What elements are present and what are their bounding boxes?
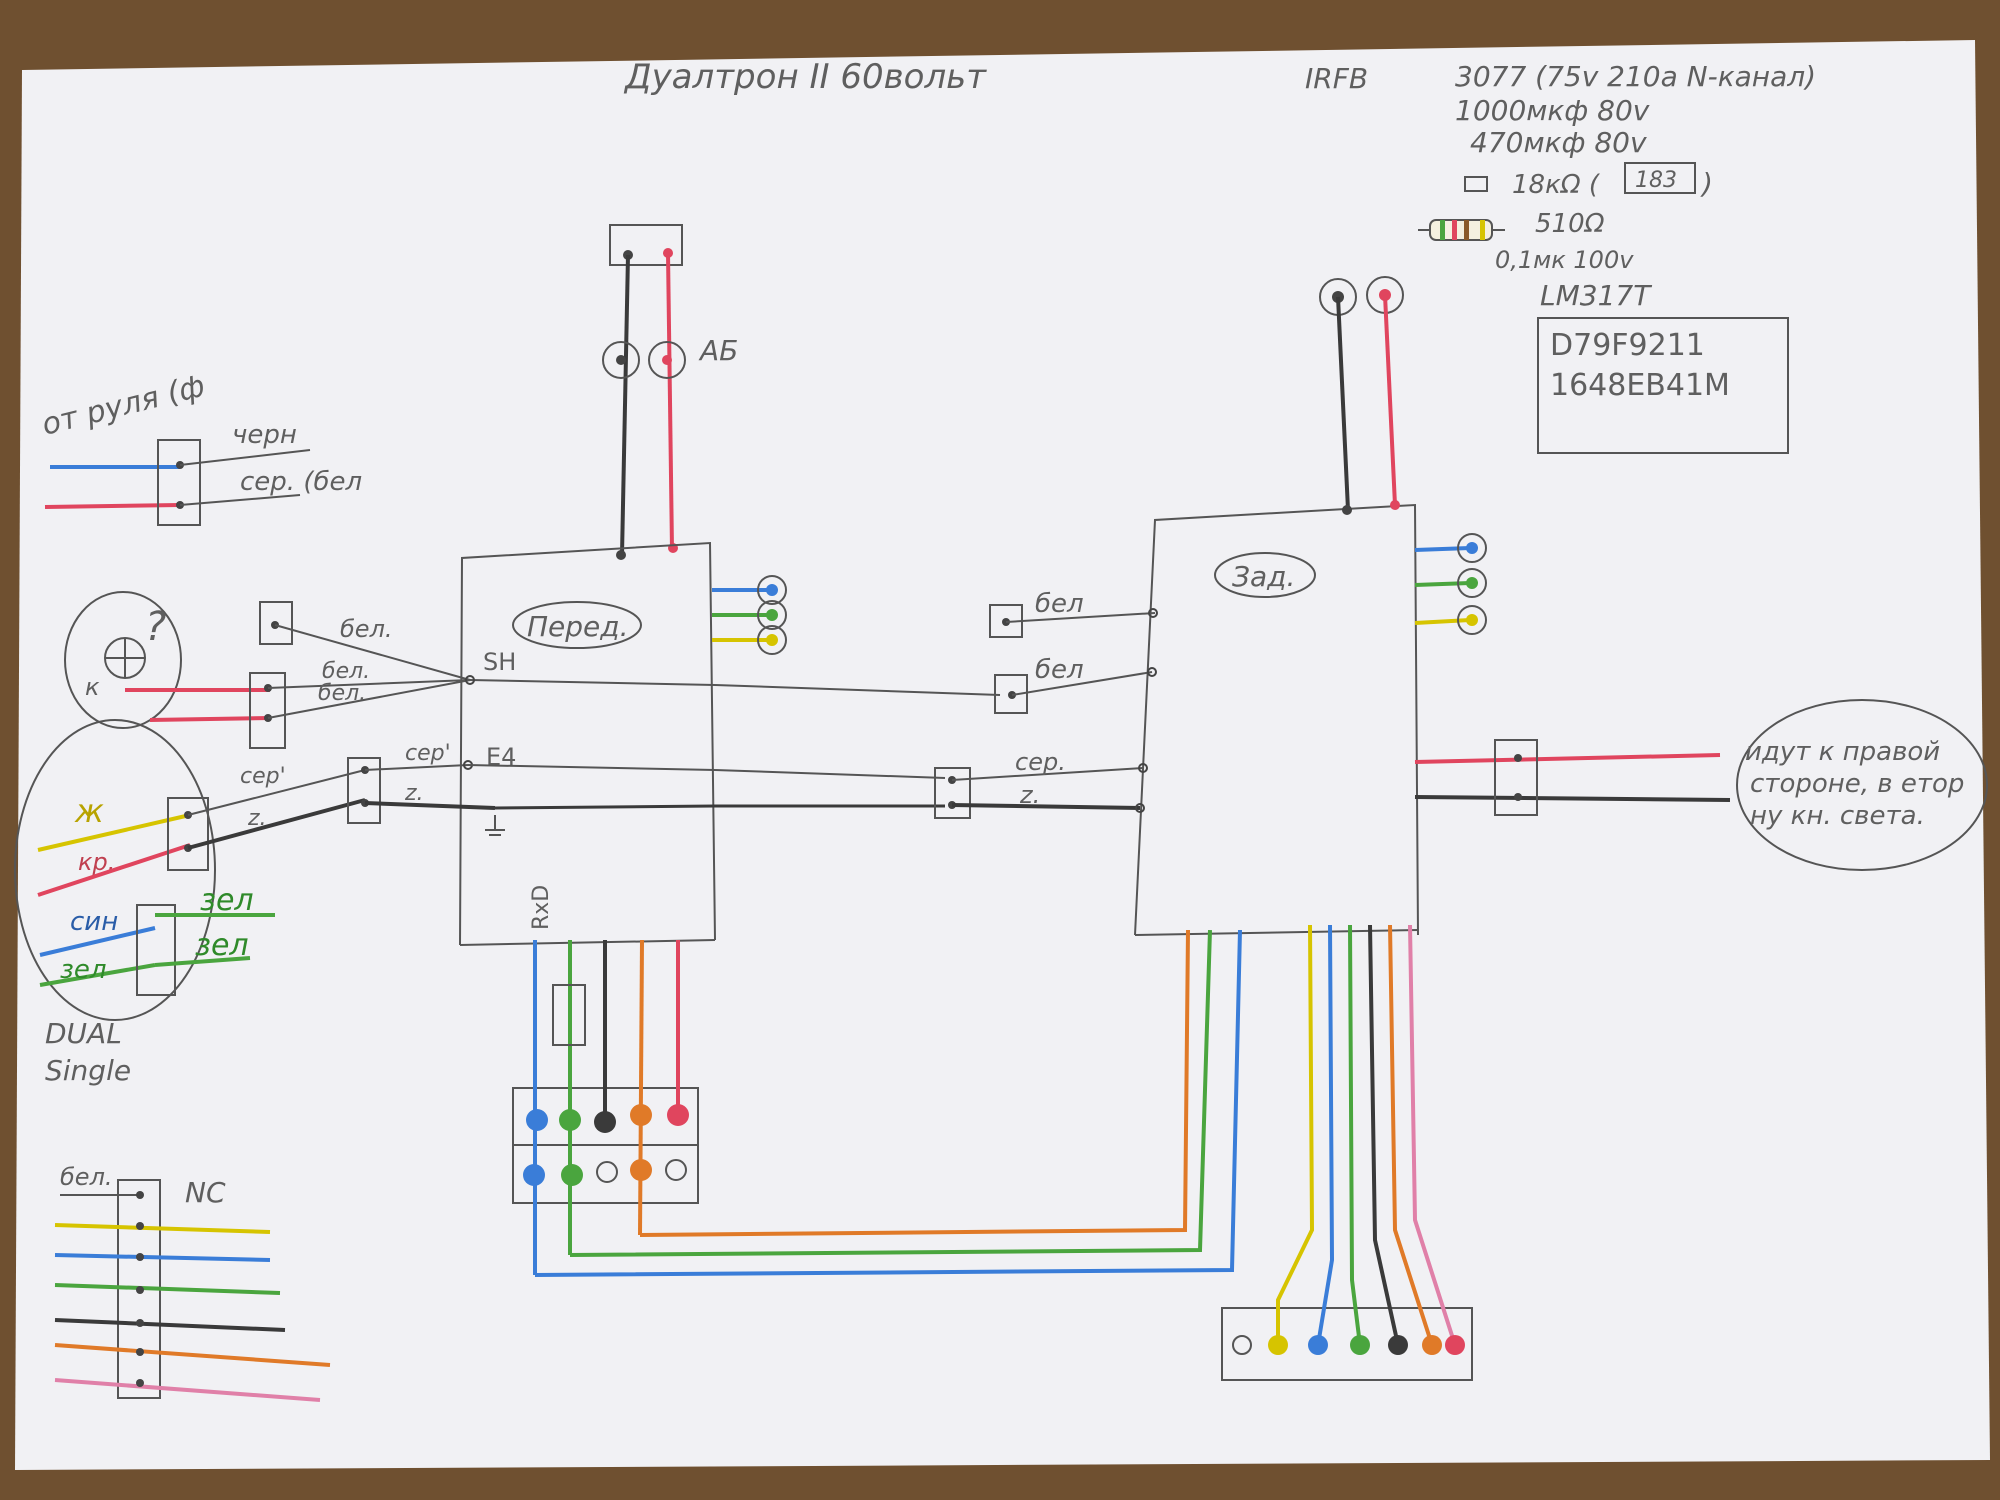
note-resistor-18k: 18кΩ ( [1512, 170, 1601, 200]
bel-label-3: бел. [318, 681, 366, 706]
note-bracket-close: ) [1700, 167, 1713, 200]
gray-wire-label: сер. (бел [240, 467, 362, 497]
note-resistor-510: 510Ω [1535, 209, 1605, 239]
blue-label: син [70, 907, 118, 937]
question-mark: ? [145, 604, 166, 650]
right-note-line1: идут к правой [1745, 737, 1940, 767]
ser-label-2: сер' [405, 741, 451, 766]
nc-label: NC [185, 1176, 226, 1209]
key-label: к [85, 673, 100, 701]
right-note-line2: стороне, в етор [1750, 769, 1964, 799]
note-mosfet: 3077 (75v 210a N-канал) [1455, 60, 1816, 93]
front-label: Перед. [527, 610, 629, 643]
brake-cluster: ж кр. сер' z. сер' z. син зел зел зел DU… [14, 719, 496, 1087]
right-note: идут к правой стороне, в етор ну кн. све… [1736, 699, 1988, 871]
nc-connector: бел. NC [54, 1163, 331, 1402]
note-cap-470: 470мкф 80v [1470, 126, 1647, 159]
bottom-wire-runs [534, 929, 1242, 1277]
component-notes: IRFB 3077 (75v 210a N-канал) 1000мкф 80v… [1305, 60, 1816, 454]
yellow-label: ж [74, 792, 104, 830]
chip-marking-2: 1648EB41M [1550, 368, 1730, 403]
front-controller: Перед. SH E4 RxD [459, 541, 787, 946]
green-label-3: зел [60, 955, 106, 985]
dual-label: DUAL [45, 1017, 122, 1050]
ser-label-1: сер' [240, 764, 286, 789]
note-smd-code: 183 [1635, 168, 1677, 193]
front-connector-block [512, 939, 699, 1275]
note-cap-1000: 1000мкф 80v [1455, 94, 1650, 127]
sh-label: SH [483, 648, 516, 676]
green-label-2: зел [195, 928, 249, 963]
nc-white-label: бел. [60, 1163, 113, 1191]
rear-connector-block [1221, 924, 1473, 1381]
ser-label-r: сер. [1015, 748, 1066, 776]
sh-line: бел бел [465, 589, 1158, 714]
battery-label: АБ [698, 334, 738, 367]
chip-marking-1: D79F9211 [1550, 328, 1705, 363]
rxd-label: RxD [529, 885, 554, 930]
bel-label-r1: бел [1035, 589, 1084, 619]
note-irfb: IRFB [1305, 62, 1368, 95]
z-label-1: z. [247, 806, 267, 831]
z-label-r: z. [1019, 781, 1040, 809]
smd-resistor-icon [1464, 176, 1488, 192]
bel-label-1: бел. [340, 615, 393, 643]
black-wire-label: черн [232, 420, 297, 450]
note-cap-01: 0,1мк 100v [1495, 246, 1634, 274]
resistor-icon [1418, 219, 1505, 241]
paper-sheet [15, 40, 1990, 1470]
rear-label: Зад. [1232, 560, 1295, 593]
right-note-line3: ну кн. света. [1750, 801, 1925, 831]
bel-label-2: бел. [322, 659, 370, 684]
single-label: Single [45, 1054, 131, 1087]
note-regulator: LM317T [1540, 279, 1652, 312]
chip-box [1537, 317, 1789, 454]
smd-code-box [1624, 162, 1696, 194]
battery-connector: АБ [602, 224, 738, 560]
e4-line: сер. z. [467, 748, 1148, 819]
diagram-title: Дуалтрон II 60вольт [623, 57, 987, 97]
green-label-1: зел [200, 883, 254, 918]
bel-label-r2: бел [1035, 655, 1084, 685]
z-label-2: z. [404, 781, 424, 806]
key-switch-group: к ? бел. бел. бел. [64, 591, 471, 749]
rear-controller: Зад. [1134, 276, 1731, 936]
